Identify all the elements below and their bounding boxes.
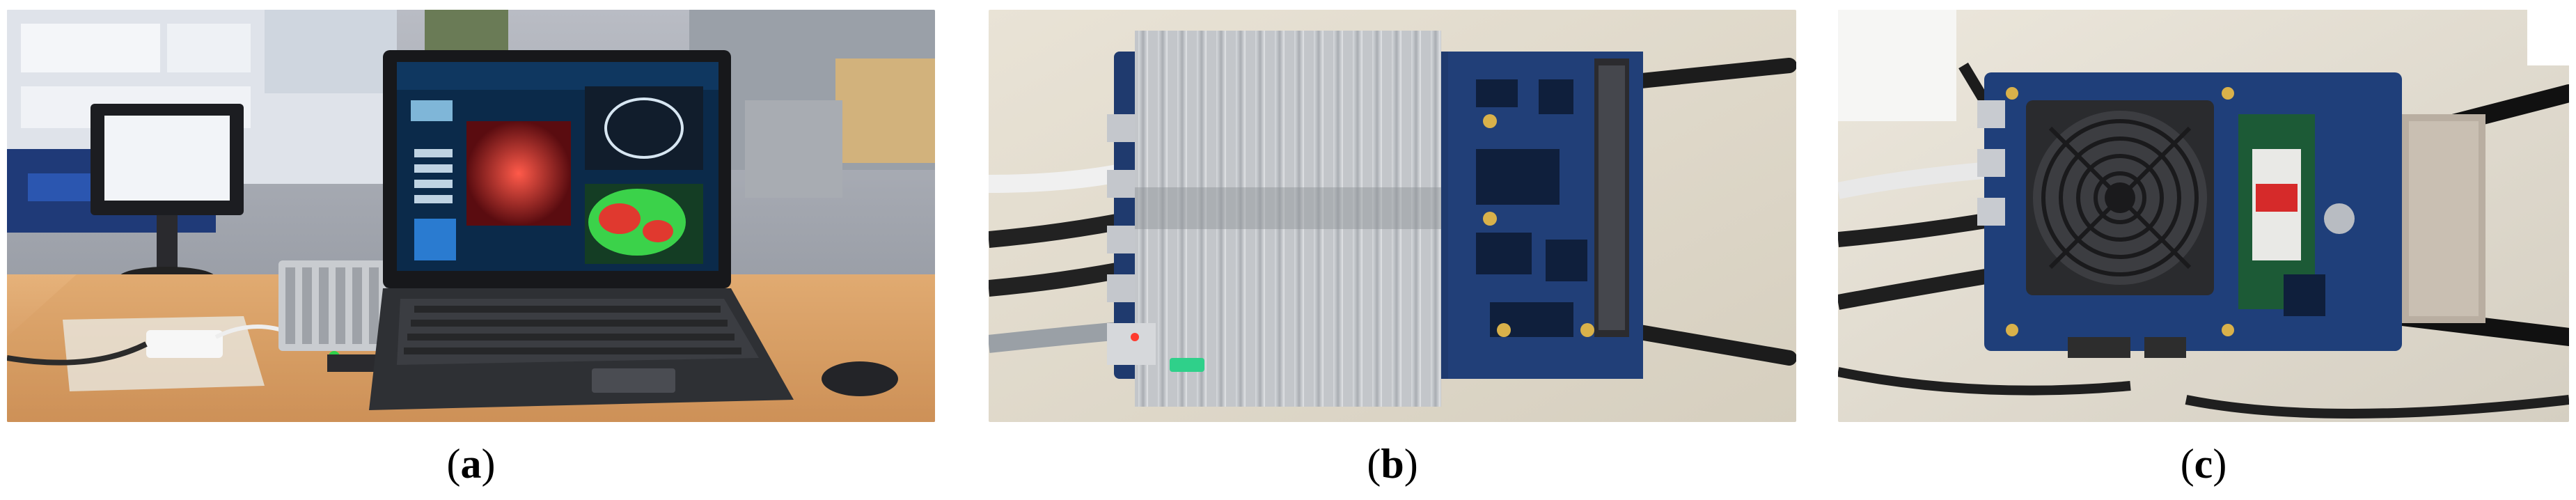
caption-letter: c (2194, 441, 2213, 487)
photo-panel-b (989, 10, 1796, 422)
caption-c: (c) (1838, 436, 2569, 492)
caption-open: ( (2180, 441, 2194, 487)
caption-letter: b (1381, 441, 1404, 487)
photo-panel-c (1838, 10, 2569, 422)
heatsink-board-photo (989, 10, 1796, 422)
caption-letter: a (460, 441, 482, 487)
caption-close: ) (1404, 441, 1418, 487)
demo-setup-photo (7, 10, 935, 422)
photo-panel-a (7, 10, 935, 422)
caption-close: ) (481, 441, 496, 487)
caption-b: (b) (989, 436, 1796, 492)
caption-close: ) (2213, 441, 2227, 487)
caption-open: ( (1367, 441, 1381, 487)
fan-board-photo (1838, 10, 2569, 422)
caption-open: ( (446, 441, 461, 487)
caption-a: (a) (7, 436, 935, 492)
